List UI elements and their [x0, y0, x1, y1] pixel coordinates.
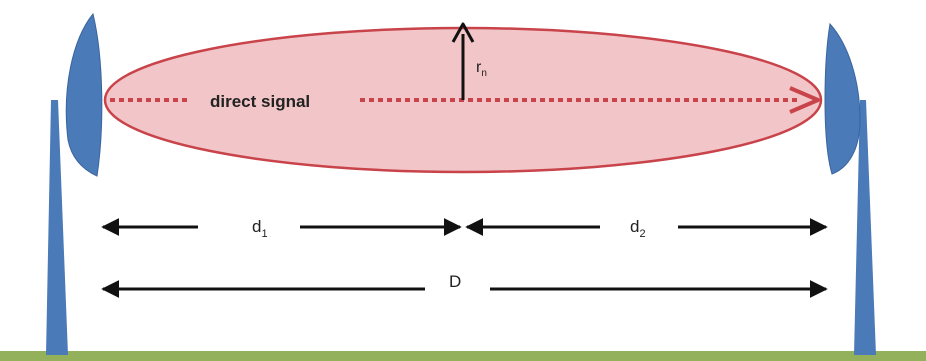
d1-label: d1: [252, 217, 268, 240]
total-distance-label: D: [449, 272, 461, 291]
direct-signal-arrowhead: [789, 86, 820, 114]
d1-subscript: 1: [261, 228, 267, 240]
direct-signal-label: direct signal: [210, 92, 310, 111]
right-dish: [824, 22, 861, 175]
radius-arrowhead: [451, 22, 475, 43]
radius-label: rn: [476, 59, 487, 79]
left-dish: [65, 12, 103, 177]
radius-subscript: n: [481, 68, 487, 79]
ground-line: [0, 351, 926, 361]
left-tower: [46, 100, 68, 355]
d2-label: d2: [630, 217, 646, 240]
right-tower: [854, 100, 876, 355]
d2-subscript: 2: [639, 228, 645, 240]
